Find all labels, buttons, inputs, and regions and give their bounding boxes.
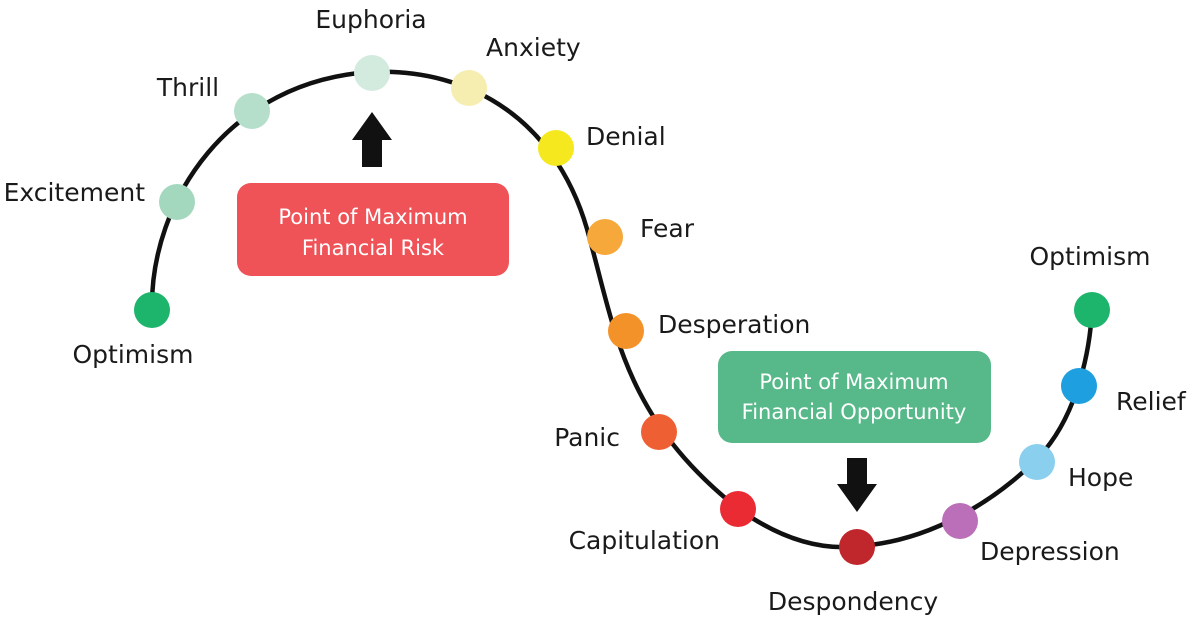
stage-dot-capitulation bbox=[720, 491, 756, 527]
risk-callout-line1: Point of Maximum bbox=[278, 205, 467, 229]
stage-label-optimism-end: Optimism bbox=[1030, 242, 1151, 271]
stage-dot-anxiety bbox=[451, 70, 487, 106]
stage-dots bbox=[134, 55, 1110, 565]
stage-label-fear: Fear bbox=[640, 214, 695, 243]
stage-label-thrill: Thrill bbox=[156, 73, 219, 102]
stage-label-denial: Denial bbox=[586, 122, 666, 151]
opportunity-callout-line2: Financial Opportunity bbox=[742, 400, 967, 424]
stage-dot-thrill bbox=[234, 93, 270, 129]
stage-label-optimism-start: Optimism bbox=[73, 340, 194, 369]
risk-callout-line2: Financial Risk bbox=[302, 236, 445, 260]
stage-dot-optimism-end bbox=[1074, 292, 1110, 328]
stage-label-hope: Hope bbox=[1068, 463, 1133, 492]
opportunity-callout-line1: Point of Maximum bbox=[759, 370, 948, 394]
stage-label-depression: Depression bbox=[980, 537, 1120, 566]
opportunity-callout-box bbox=[718, 351, 991, 443]
stage-label-desperation: Desperation bbox=[658, 310, 810, 339]
stage-dot-euphoria bbox=[354, 55, 390, 91]
up-arrow-icon bbox=[352, 112, 392, 167]
stage-dot-despondency bbox=[839, 529, 875, 565]
stage-dot-panic bbox=[641, 414, 677, 450]
stage-label-anxiety: Anxiety bbox=[486, 33, 581, 62]
stage-dot-optimism-start bbox=[134, 292, 170, 328]
stage-dot-hope bbox=[1019, 444, 1055, 480]
stage-label-capitulation: Capitulation bbox=[569, 526, 720, 555]
stage-dot-fear bbox=[587, 219, 623, 255]
stage-dot-excitement bbox=[159, 184, 195, 220]
stage-dot-desperation bbox=[608, 313, 644, 349]
down-arrow-icon bbox=[837, 458, 877, 512]
stage-dot-depression bbox=[942, 503, 978, 539]
stage-dot-relief bbox=[1061, 368, 1097, 404]
risk-callout: Point of Maximum Financial Risk bbox=[237, 112, 509, 276]
stage-label-despondency: Despondency bbox=[768, 587, 939, 616]
stage-label-relief: Relief bbox=[1116, 387, 1187, 416]
stage-label-panic: Panic bbox=[554, 423, 620, 452]
opportunity-callout: Point of Maximum Financial Opportunity bbox=[718, 351, 991, 512]
stage-labels: Optimism Excitement Thrill Euphoria Anxi… bbox=[4, 5, 1187, 616]
risk-callout-box bbox=[237, 183, 509, 276]
stage-dot-denial bbox=[538, 130, 574, 166]
stage-label-euphoria: Euphoria bbox=[315, 5, 426, 34]
stage-label-excitement: Excitement bbox=[4, 178, 146, 207]
